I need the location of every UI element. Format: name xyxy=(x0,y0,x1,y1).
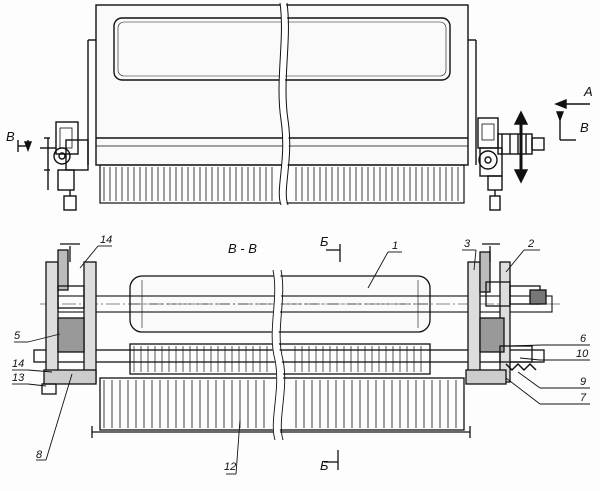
callout-8: 8 xyxy=(36,449,43,461)
callout-2: 2 xyxy=(527,238,534,250)
cut-mark-top xyxy=(326,244,341,262)
callout-6: 6 xyxy=(580,333,587,345)
callout-9: 9 xyxy=(580,376,586,388)
callout-14-left: 14 xyxy=(12,358,24,370)
callout-1: 1 xyxy=(392,240,398,252)
top-view xyxy=(17,2,590,211)
top-right-bracket xyxy=(477,110,545,211)
callout-12: 12 xyxy=(224,461,236,473)
left-housing xyxy=(41,243,97,395)
leader-lines xyxy=(12,245,590,475)
callout-14-top: 14 xyxy=(100,234,112,246)
section-marker-right xyxy=(555,111,576,141)
cut-label-bottom: Б xyxy=(320,458,329,473)
section-label-right: В xyxy=(580,120,589,135)
view-arrow-a xyxy=(554,98,590,110)
brush-drum-hatch xyxy=(133,346,422,372)
right-housing xyxy=(465,243,547,385)
top-left-bracket xyxy=(40,121,89,211)
callout-7: 7 xyxy=(580,392,587,404)
top-break-line xyxy=(279,2,289,207)
top-brush-bristles xyxy=(103,167,459,201)
cut-mark-bottom xyxy=(324,450,339,470)
section-view xyxy=(12,243,590,475)
cut-label-top: Б xyxy=(320,234,329,249)
callout-5: 5 xyxy=(14,330,21,342)
callout-13: 13 xyxy=(12,372,25,384)
section-title: В - В xyxy=(228,241,257,256)
section-marker-left xyxy=(17,140,33,152)
callout-3: 3 xyxy=(464,238,471,250)
callout-10: 10 xyxy=(576,348,589,360)
lower-shaft xyxy=(33,349,545,363)
view-arrow-a-label: А xyxy=(583,84,593,99)
section-label-left: В xyxy=(6,129,15,144)
